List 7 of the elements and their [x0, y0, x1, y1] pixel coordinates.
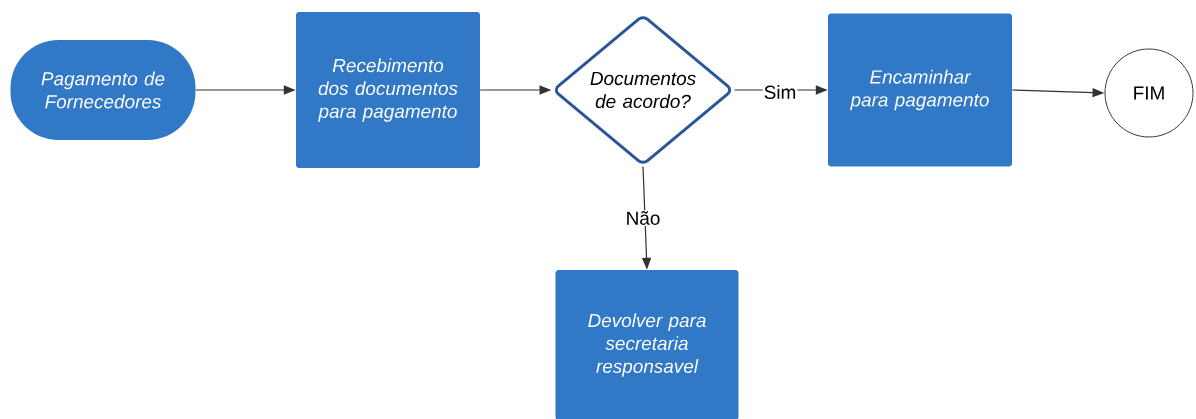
edge-label: Não [624, 210, 662, 226]
edge-label: Sim [762, 84, 798, 100]
end-terminal: FIM [1104, 48, 1194, 138]
start-terminal: Pagamento de Fornecedores [10, 40, 196, 140]
process-box: Recebimento dos documentos para pagamento [296, 12, 480, 168]
process-box: Encaminhar para pagamento [828, 13, 1012, 167]
process-box: Devolver para secretaria responsavel [555, 270, 739, 419]
